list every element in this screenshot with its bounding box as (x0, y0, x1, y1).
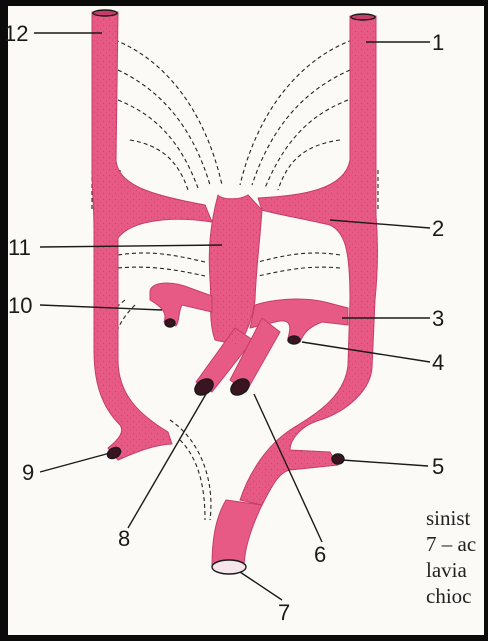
leader-5 (342, 460, 428, 466)
label-6: 6 (314, 542, 326, 567)
caption-line: 7 – ac (426, 531, 484, 557)
descending-aorta (212, 500, 262, 568)
label-2: 2 (432, 216, 444, 241)
label-4: 4 (432, 350, 444, 375)
left-arch-branch (150, 283, 212, 326)
leader-11 (40, 245, 222, 247)
label-1: 1 (432, 30, 444, 55)
leader-7 (240, 572, 282, 600)
label-8: 8 (118, 526, 130, 551)
caption-line: sinist (426, 505, 484, 531)
leader-9 (40, 453, 110, 472)
caption-line: lavia (426, 557, 484, 583)
label-10: 10 (8, 293, 32, 318)
label-12: 12 (4, 21, 28, 46)
label-9: 9 (22, 460, 34, 485)
caption-fragment: sinist 7 – ac lavia chioc (426, 505, 484, 609)
opening-12 (93, 10, 117, 16)
vessel-stipple-texture (92, 12, 377, 505)
opening-1 (351, 14, 375, 20)
opening-5 (332, 454, 344, 464)
caption-line: chioc (426, 583, 484, 609)
opening-4 (288, 336, 300, 344)
vessel-network (92, 12, 377, 568)
label-3: 3 (432, 306, 444, 331)
label-5: 5 (432, 454, 444, 479)
label-7: 7 (278, 600, 290, 625)
opening-10 (165, 319, 175, 327)
label-11: 11 (8, 235, 31, 260)
